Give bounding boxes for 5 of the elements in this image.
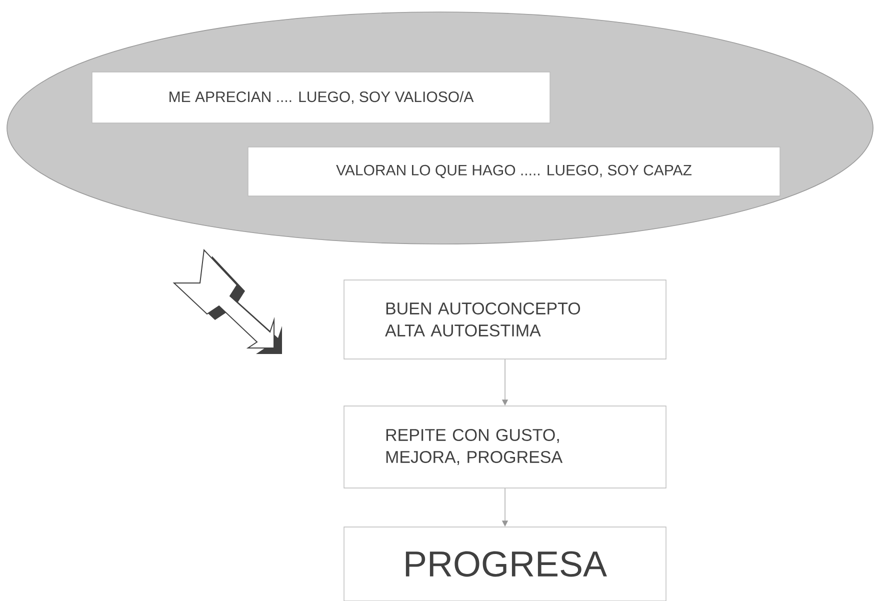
text-box: BUEN AUTOCONCEPTO ALTA AUTOESTIMA	[344, 280, 666, 360]
text-box: REPITE CON GUSTO, MEJORA, PROGRESA	[344, 406, 666, 488]
text-box: VALORAN LO QUE HAGO ..... LUEGO, SOY CAPAZ	[248, 146, 780, 196]
text-box: PROGRESA	[344, 526, 666, 601]
text-box: ME APRECIAN .... LUEGO, SOY VALIOSO/A	[92, 72, 550, 124]
